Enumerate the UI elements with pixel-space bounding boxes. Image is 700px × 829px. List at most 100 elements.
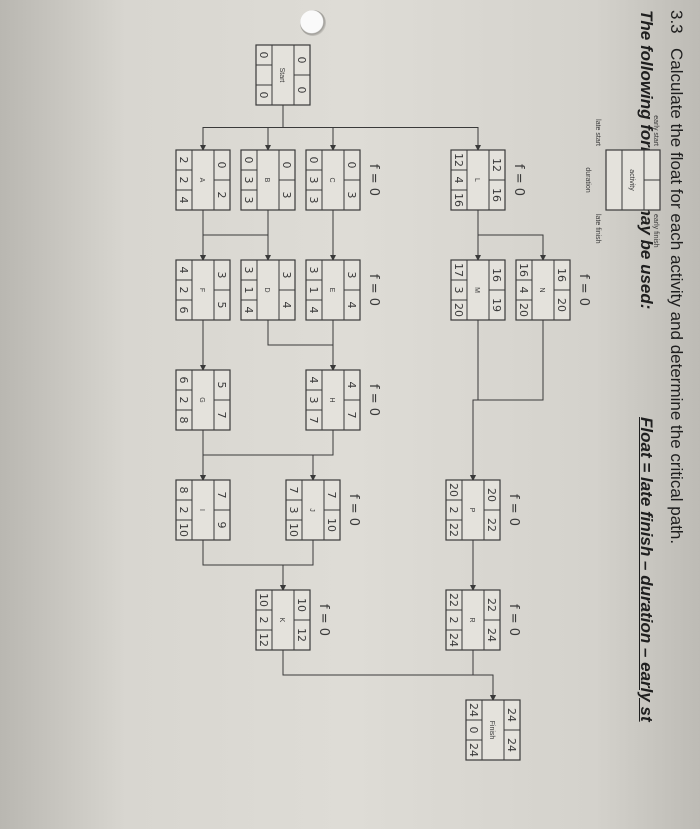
node-early-start: 5: [215, 382, 228, 389]
node-label: I: [198, 509, 205, 511]
node-duration: 2: [177, 287, 190, 294]
node-late-finish: 4: [177, 197, 190, 204]
node-late-finish: 6: [177, 307, 190, 314]
node-late-start: 16: [517, 263, 530, 277]
arrow-D-H: [267, 320, 336, 371]
node-late-finish: 10: [177, 523, 190, 537]
node-early-start: 22: [485, 598, 498, 612]
node-early-start: 12: [490, 158, 503, 172]
node-duration: 4: [452, 177, 465, 184]
arrow-start-B: [265, 105, 284, 151]
punch-hole: [300, 10, 326, 36]
node-late-start: 20: [447, 483, 460, 497]
node-early-start: 16: [490, 268, 503, 282]
node-late-start: 12: [452, 153, 465, 167]
node-duration: 1: [242, 287, 255, 294]
node-late-start: 0: [242, 157, 255, 164]
node-early-start: 0: [345, 162, 358, 169]
node-early-finish: 12: [295, 628, 308, 642]
node-late-finish: 3: [307, 197, 320, 204]
float-note-n: f = 0: [576, 274, 591, 306]
node-duration: 2: [177, 177, 190, 184]
node-early-start: 3: [280, 272, 293, 279]
node-early-finish: 3: [345, 192, 358, 199]
node-early-finish: 4: [280, 302, 293, 309]
float-note-k: f = 0: [316, 604, 331, 636]
node-late-start: 3: [242, 267, 255, 274]
node-label: N: [538, 287, 545, 292]
node-late-finish: 4: [307, 307, 320, 314]
dependency-arrows: [200, 105, 546, 701]
node-early-start: 3: [215, 272, 228, 279]
node-late-start: 4: [307, 377, 320, 384]
node-late-finish: 8: [177, 417, 190, 424]
node-early-finish: 3: [280, 192, 293, 199]
arrow-L-N: [477, 210, 546, 261]
node-h: 4 7 H 4 3 7: [305, 369, 361, 431]
activity-nodes: 00Start0002A22403B03303C0331216L1241635F…: [175, 44, 571, 761]
node-label: L: [473, 178, 480, 182]
node-label: D: [263, 287, 270, 292]
node-early-finish: 24: [485, 628, 498, 642]
node-early-finish: 0: [295, 87, 308, 94]
float-note-j: f = 0: [346, 494, 361, 526]
arrow-start-L: [282, 105, 481, 151]
node-label: C: [328, 177, 335, 182]
node-duration: 3: [242, 177, 255, 184]
node-late-start: 17: [452, 263, 465, 277]
node-late-finish: 16: [452, 193, 465, 207]
node-label: B: [263, 178, 270, 183]
node-early-start: 10: [295, 598, 308, 612]
node-d: 3 4 D 3 1 4: [240, 259, 296, 321]
float-note-c: f = 0: [366, 164, 381, 196]
node-late-finish: 10: [287, 523, 300, 537]
node-early-finish: 7: [345, 412, 358, 419]
node-label: H: [328, 397, 335, 402]
node-label: Start: [278, 68, 285, 83]
node-duration: 2: [177, 397, 190, 404]
legend-early-finish: early finish: [652, 214, 659, 248]
node-late-start: 0: [307, 157, 320, 164]
node-early-start: 0: [280, 162, 293, 169]
node-late-finish: 3: [242, 197, 255, 204]
node-early-start: 4: [345, 382, 358, 389]
node-duration: 3: [307, 177, 320, 184]
node-late-start: 4: [177, 267, 190, 274]
node-late-start: 10: [257, 593, 270, 607]
node-label: F: [198, 288, 205, 292]
node-b: 0 3 B 0 3 3: [240, 149, 296, 211]
float-note-r: f = 0: [506, 604, 521, 636]
node-early-finish: 5: [215, 302, 228, 309]
legend-late-finish: late finish: [594, 214, 601, 244]
node-late-finish: 24: [467, 743, 480, 757]
node-early-start: 20: [485, 488, 498, 502]
node-early-finish: 19: [490, 298, 503, 312]
node-duration: 0: [467, 727, 480, 734]
node-early-finish: 10: [325, 518, 338, 532]
node-late-finish: 4: [242, 307, 255, 314]
node-early-start: 0: [295, 57, 308, 64]
node-late-finish: 24: [447, 633, 460, 647]
node-duration: 3: [307, 397, 320, 404]
node-early-finish: 7: [215, 412, 228, 419]
node-early-start: 24: [505, 708, 518, 722]
node-late-finish: 20: [452, 303, 465, 317]
legend-late-start: late start: [594, 119, 601, 146]
node-duration: 2: [177, 507, 190, 514]
node-late-finish: 7: [307, 417, 320, 424]
arrow-N-P: [470, 320, 544, 481]
node-duration: 2: [447, 507, 460, 514]
